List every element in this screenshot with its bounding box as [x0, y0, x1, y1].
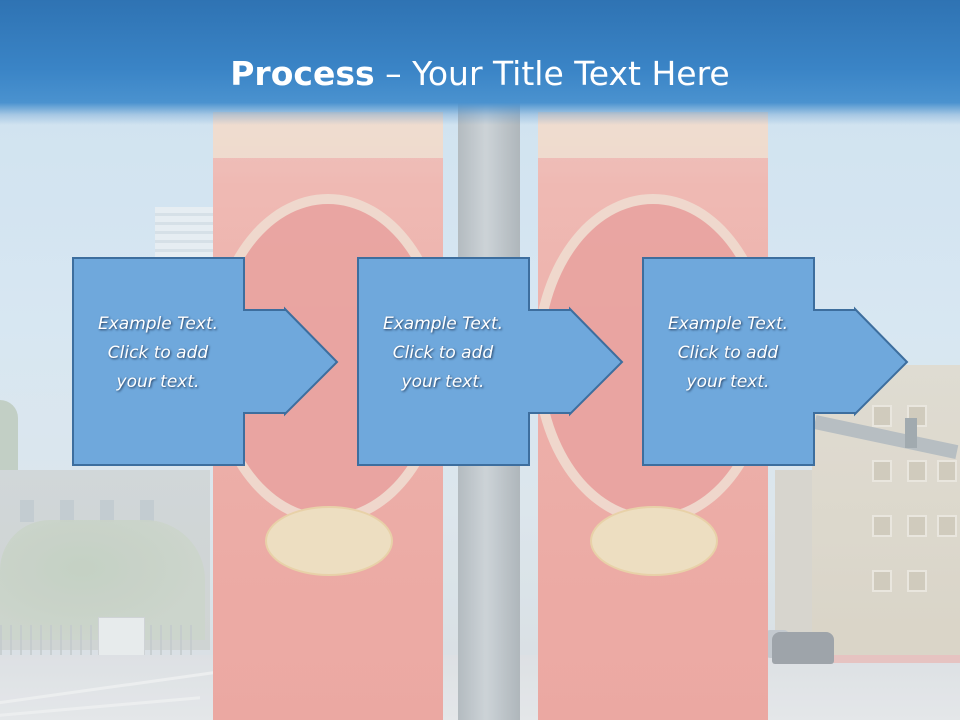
title-band: Process – Your Title Text Here	[0, 0, 960, 125]
car	[772, 632, 834, 664]
arrow-callout-shape-3[interactable]	[642, 257, 912, 467]
title-rest-part: – Your Title Text Here	[374, 54, 730, 93]
arrow-callout-shape-2[interactable]	[357, 257, 627, 467]
step-2-line-1: Example Text.	[382, 314, 504, 334]
step-1-line-1: Example Text.	[97, 314, 219, 334]
title-bold-part: Process	[230, 54, 375, 93]
step-3-line-1: Example Text.	[667, 314, 789, 334]
arrow-callout-shape-1[interactable]	[72, 257, 342, 467]
step-1-line-2: Click to add	[107, 343, 209, 363]
step-3-line-3: your text.	[686, 372, 770, 392]
step-text-3[interactable]: Example Text. Click to add your text.	[642, 310, 814, 397]
step-2-line-2: Click to add	[392, 343, 494, 363]
step-2-line-3: your text.	[401, 372, 485, 392]
step-text-1[interactable]: Example Text. Click to add your text.	[72, 310, 244, 397]
step-text-2[interactable]: Example Text. Click to add your text.	[357, 310, 529, 397]
slide-title[interactable]: Process – Your Title Text Here	[0, 52, 960, 96]
step-1-line-3: your text.	[116, 372, 200, 392]
traffic-signal	[905, 418, 917, 448]
step-3-line-2: Click to add	[677, 343, 779, 363]
palm-tree	[0, 400, 18, 470]
